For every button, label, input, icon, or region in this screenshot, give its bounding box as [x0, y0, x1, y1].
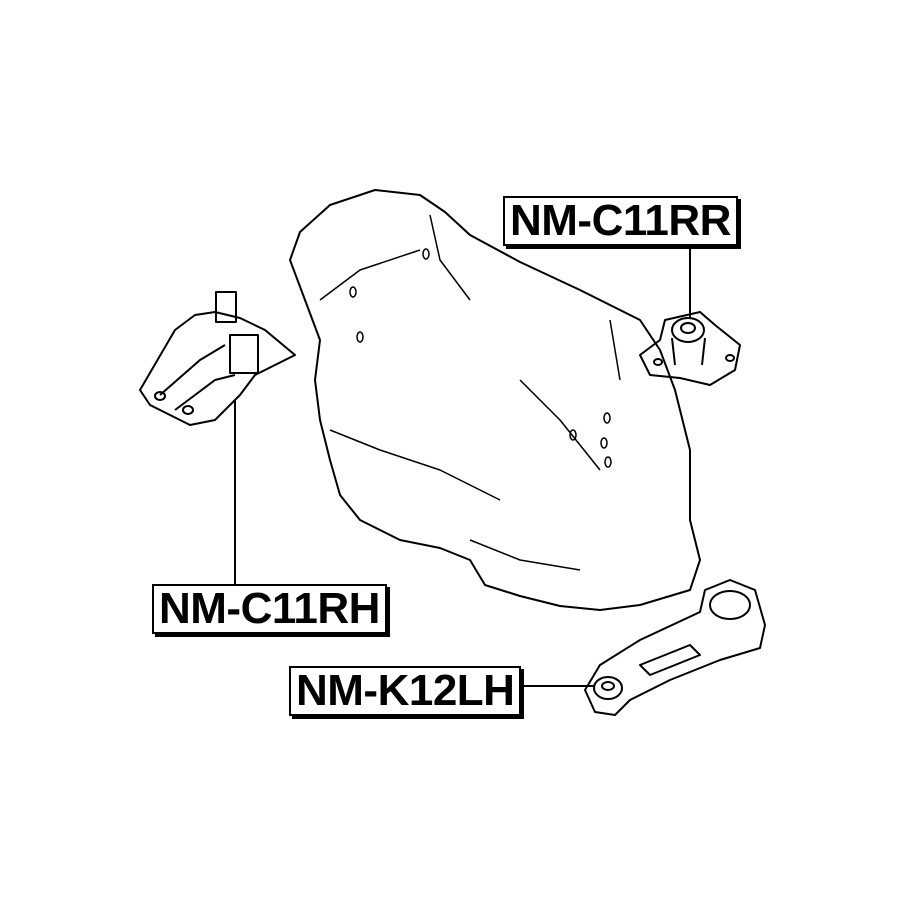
- engine-detail: [319, 214, 621, 571]
- engine-outline: [289, 189, 701, 611]
- part-label-nm-c11rh: NM-C11RH: [152, 584, 387, 634]
- part-label-nm-k12lh: NM-K12LH: [289, 666, 522, 716]
- engine-bolt-holes: [349, 248, 612, 468]
- mount-lh-drawing: [584, 579, 766, 716]
- part-label-nm-c11rr: NM-C11RR: [503, 196, 738, 246]
- mount-rh-drawing: [139, 291, 296, 426]
- mount-rr-drawing: [639, 311, 741, 386]
